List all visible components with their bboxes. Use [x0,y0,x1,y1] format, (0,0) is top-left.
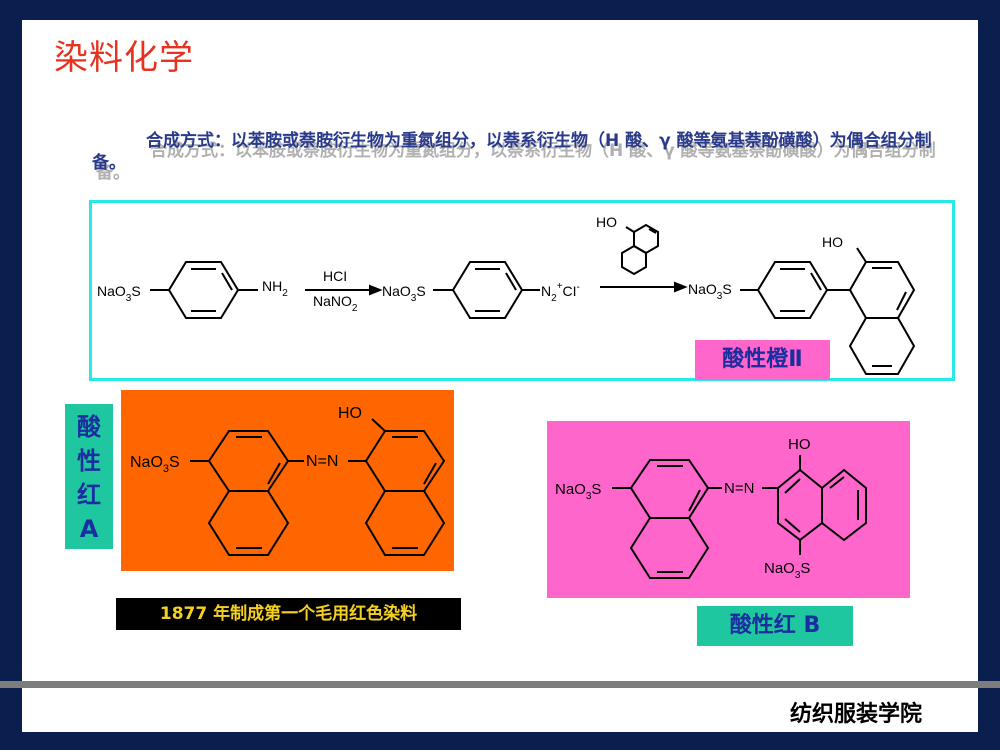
coupler-oh: HO [596,214,617,230]
acid-red-a-label: 酸 性 红 A [65,404,113,549]
acid-red-b-naso3: NaO3S [555,481,601,502]
acid-orange-ii-label: 酸性橙Ⅱ [695,340,830,380]
coupler-naphthol [621,223,659,276]
acid-red-b-oh: HO [788,436,811,453]
footer-divider [0,681,1000,688]
slide-title: 染料化学 [54,38,194,78]
synthesis-description: 合成方式：以苯胺或萘胺衍生物为重氮组分，以萘系衍生物（H 酸、γ 酸等氨基萘酚磺… [92,131,932,173]
acid-red-a-panel [121,390,454,571]
product-oh: HO [822,234,843,250]
reagent-top: HCI [323,268,347,284]
reagent-bottom: NaNO2 [313,293,358,314]
amine-label: NH2 [262,278,288,299]
diazo-prefix-label: NaO3S [382,283,426,304]
acid-red-b-bottom-naso3: NaO3S [764,560,810,581]
reaction-scheme-box [89,200,955,381]
product-naphthol [848,247,916,375]
product-prefix-label: NaO3S [688,281,732,302]
diazonium-benzene-ring [451,261,524,319]
acid-red-a-oh: HO [338,405,362,422]
acid-red-a-naso3: NaO3S [130,454,180,475]
acid-red-a-structure [190,418,446,556]
acid-red-a-azo: N=N [306,453,338,470]
reactant-benzene-ring [167,261,240,319]
diazonium-label: N2+CI- [541,281,580,304]
acid-red-b-azo: N=N [724,480,754,497]
history-note: 1877 年制成第一个毛用红色染料 [116,598,461,630]
acid-red-b-panel [547,421,910,598]
acid-red-b-structure [612,455,867,579]
product-benzene-ring [756,261,829,319]
reactant1-label: NaO3S [97,283,141,304]
acid-red-b-label: 酸性红 B [697,606,853,646]
footer-institution: 纺织服装学院 [790,701,923,727]
